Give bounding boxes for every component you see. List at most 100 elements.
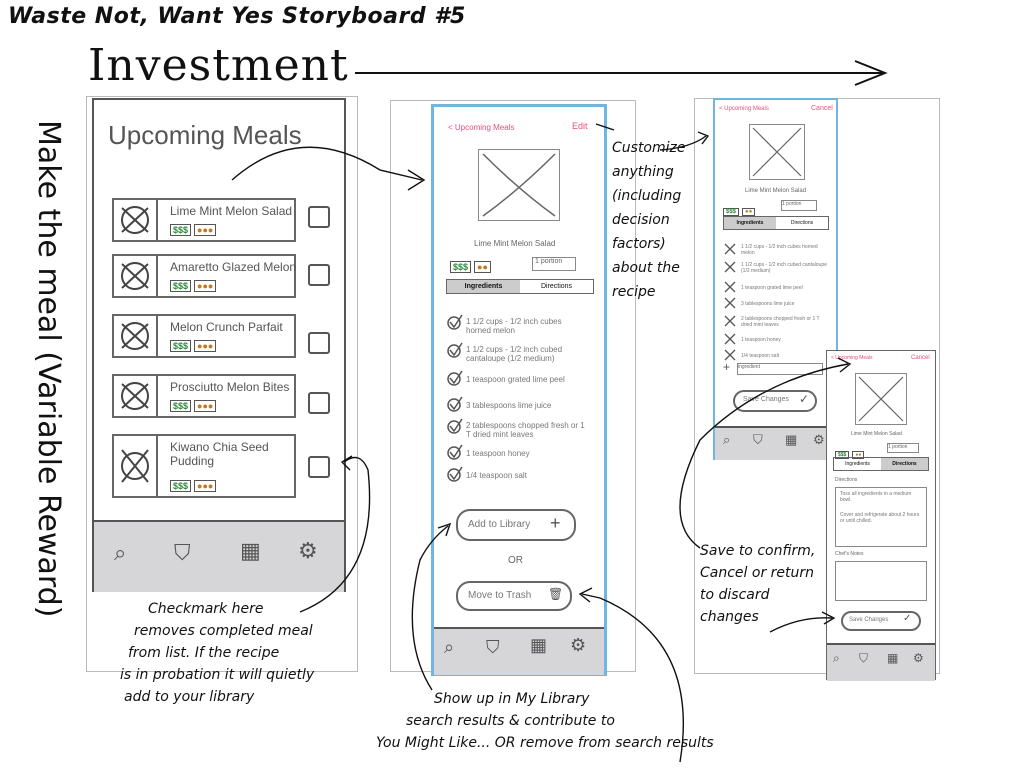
stage-heading: Investment [88,40,349,91]
add-to-library-button[interactable]: Add to Library + [456,509,576,541]
calendar-icon[interactable]: ▦ [887,651,899,665]
meal-row-5[interactable]: Kiwano Chia Seed Pudding $$$●●● [112,434,296,498]
ingredient-item: 1 1/2 cups - 1/2 inch cubes horned melon [466,317,562,335]
cancel-button[interactable]: Cancel [811,105,833,112]
price-badge: $$$ [170,340,192,352]
servings-icon: ●●● [194,340,217,352]
gear-icon[interactable]: ⚙ [570,635,587,655]
price-badge: $$$ [170,400,192,412]
checkmark-box-4[interactable] [308,392,330,414]
timeline-arrow [355,60,888,86]
tab-ingredients[interactable]: Ingredients [724,217,776,229]
check-icon: ✓ [903,613,912,624]
meal-name: Amaretto Glazed Melon [170,260,297,274]
directions-textarea[interactable]: Toss all ingredients in a medium bowl. C… [835,487,927,547]
screen-edit-directions: < Upcoming Meals Cancel Lime Mint Melon … [826,350,936,681]
servings-icon: ●●● [194,400,217,412]
tab-directions[interactable]: Directions [790,220,814,226]
screen-upcoming-meals: Upcoming Meals Lime Mint Melon Salad $$$… [92,98,346,592]
meal-row-4[interactable]: Prosciutto Melon Bites $$$●●● [112,374,296,418]
portion-field[interactable]: 1 portion [781,200,817,211]
basket-icon[interactable]: ⛉ [486,637,500,657]
edit-button[interactable]: Edit [572,121,588,131]
ingredient-item: 1 teaspoon honey [466,449,530,458]
meal-row-2[interactable]: Amaretto Glazed Melon $$$●●● [112,254,296,298]
meal-name: Melon Crunch Parfait [170,320,283,334]
search-icon[interactable]: ⌕ [444,637,455,657]
bottom-nav: ⌕ ⛉ ▦ ⚙ [434,627,604,675]
tab-directions[interactable]: Directions [540,283,573,290]
move-to-trash-label: Move to Trash [468,590,532,601]
calendar-icon[interactable]: ▦ [530,635,548,655]
price-badge: $$$ [450,261,472,273]
ingredient-item: 1/4 teaspoon salt [466,471,527,480]
ingredient-item: 1 teaspoon grated lime peel [466,375,565,384]
price-badge: $$$ [170,480,192,492]
ingredient-item: 1 1/2 cups - 1/2 inch cubed cantaloupe (… [466,345,563,363]
back-link[interactable]: < Upcoming Meals [719,106,769,112]
portion-field[interactable]: 1 portion [887,443,919,453]
screen-recipe-detail: < Upcoming Meals Edit Lime Mint Melon Sa… [431,104,607,676]
tab-directions[interactable]: Directions [881,458,928,470]
checkmark-box-5[interactable] [308,456,330,478]
portion-field[interactable]: 1 portion [532,257,576,271]
cancel-button[interactable]: Cancel [911,355,930,361]
servings-icon: ●● [852,451,865,459]
tab-ingredients[interactable]: Ingredients [845,461,870,467]
meal-row-1[interactable]: Lime Mint Melon Salad $$$●●● [112,198,296,242]
ingredient-item: 3 tablespoons lime juice [466,401,552,410]
plus-icon[interactable]: + [723,360,731,374]
search-icon[interactable]: ⌕ [833,651,840,665]
recipe-name: Lime Mint Melon Salad [474,239,556,248]
gear-icon[interactable]: ⚙ [913,651,924,665]
gear-icon[interactable]: ⚙ [813,432,825,447]
meal-row-3[interactable]: Melon Crunch Parfait $$$●●● [112,314,296,358]
basket-icon[interactable]: ⛉ [859,651,869,665]
bottom-nav: ⌕ ⛉ ▦ ⚙ [827,643,935,681]
chefs-notes-label: Chef's Notes [835,551,864,557]
recipe-tabs: Ingredients Directions [446,279,594,294]
basket-icon[interactable]: ⛉ [753,432,763,447]
recipe-name: Lime Mint Melon Salad [745,188,807,194]
page-title: Upcoming Meals [108,120,302,150]
add-to-library-label: Add to Library [468,519,531,530]
recipe-image-placeholder [478,149,560,221]
directions-label: Directions [835,477,858,483]
gear-icon[interactable]: ⚙ [298,538,318,563]
calendar-icon[interactable]: ▦ [240,538,261,563]
meal-thumb-icon [114,376,158,416]
calendar-icon[interactable]: ▦ [785,432,798,447]
checkmark-box-1[interactable] [308,206,330,228]
chefs-notes-textarea[interactable] [835,561,927,601]
ingredient-item: 1 1/2 cups - 1/2 inch cubed cantaloupe (… [741,262,827,274]
ingredient-item: 2 tablespoons chopped fresh or 1 T dried… [466,421,585,439]
save-changes-button[interactable]: Save Changes ✓ [841,611,921,631]
back-link[interactable]: < Upcoming Meals [831,355,873,361]
price-badge: $$$ [170,224,192,236]
move-to-trash-button[interactable]: Move to Trash 🗑 [456,581,572,611]
price-badge: $$$ [723,208,740,216]
tab-ingredients[interactable]: Ingredients [447,280,520,293]
ingredient-item: 1 1/2 cups - 1/2 inch cubes horned melon [741,244,818,256]
meal-thumb-icon [114,256,158,296]
recipe-image-placeholder [749,124,805,180]
checkmark-box-2[interactable] [308,264,330,286]
ingredient-item: 1 teaspoon honey [741,337,781,343]
price-badge: $$$ [835,451,850,459]
meal-thumb-icon [114,316,158,356]
panel-1 [86,96,358,672]
recipe-tabs: Ingredients Directions [723,216,829,230]
or-divider: OR [508,555,523,566]
servings-icon: ●● [474,261,491,273]
directions-step: Toss all ingredients in a medium bowl. [840,491,912,503]
save-changes-label: Save Changes [743,396,789,403]
save-changes-button[interactable]: Save Changes ✓ [733,390,817,412]
search-icon[interactable]: ⌕ [114,540,127,565]
back-link[interactable]: < Upcoming Meals [448,123,515,132]
note-checkmark: Checkmark here removes completed meal fr… [120,601,315,705]
ingredient-item: 2 tablespoons chopped fresh or 1 T dried… [741,316,820,328]
basket-icon[interactable]: ⛉ [174,540,191,565]
checkmark-box-3[interactable] [308,332,330,354]
search-icon[interactable]: ⌕ [723,432,731,447]
